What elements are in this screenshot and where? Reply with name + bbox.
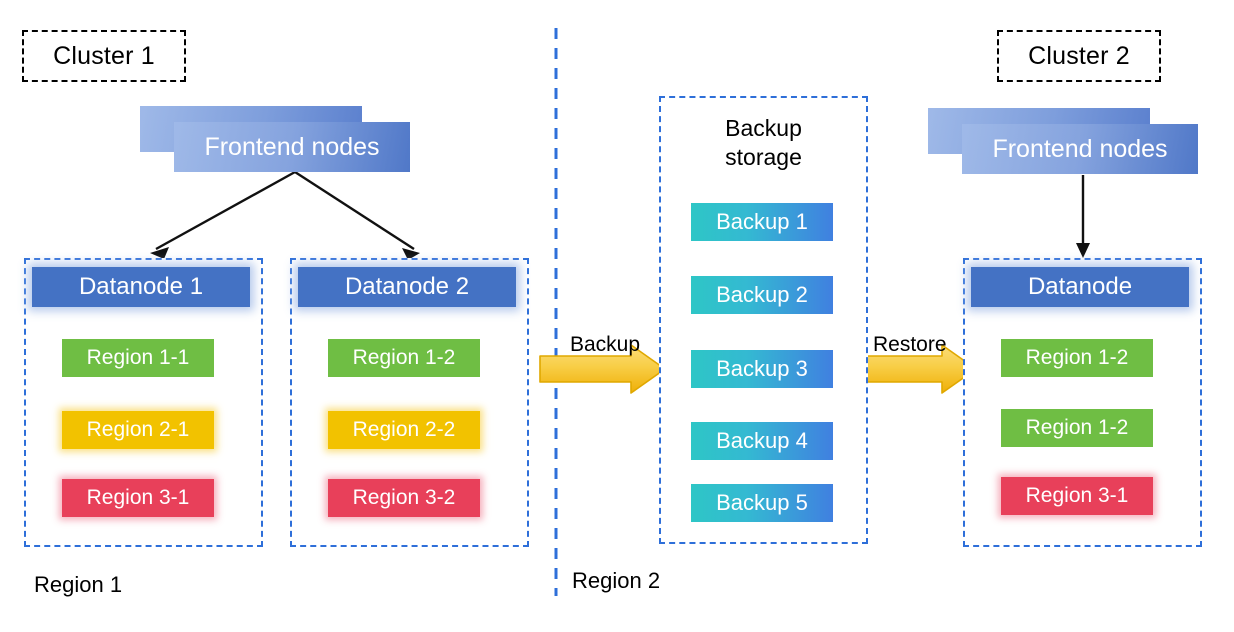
datanode-1-header-label: Datanode 1 bbox=[78, 273, 204, 300]
backup-chip-label: Backup 1 bbox=[716, 209, 808, 234]
cluster-2-datanode-header[interactable]: Datanode bbox=[971, 267, 1189, 307]
backup-chip[interactable]: Backup 1 bbox=[691, 203, 833, 241]
backup-storage-title-line2: storage bbox=[725, 143, 802, 170]
region-chip-label: Region 3-1 bbox=[86, 486, 190, 509]
cluster-2-frontend-nodes[interactable]: Frontend nodes bbox=[928, 108, 1200, 178]
region-2-label-text: Region 2 bbox=[572, 568, 661, 593]
backup-chip-label: Backup 4 bbox=[716, 428, 808, 453]
region-chip-label: Region 2-1 bbox=[86, 418, 190, 441]
region-chip[interactable]: Region 2-2 bbox=[328, 411, 480, 449]
datanode-1-container[interactable]: Datanode 1 Region 1-1 Region 2-1 Region … bbox=[24, 258, 263, 547]
backup-chip-label: Backup 3 bbox=[716, 356, 808, 381]
region-2-label: Region 2 bbox=[572, 568, 660, 594]
region-chip[interactable]: Region 3-2 bbox=[328, 479, 480, 517]
cluster-1-title-tag: Cluster 1 bbox=[22, 30, 186, 82]
backup-flow-label: Backup bbox=[570, 333, 640, 357]
cluster-1-frontend-nodes-label: Frontend nodes bbox=[204, 132, 380, 161]
cluster-2-datanode-header-label: Datanode bbox=[1027, 273, 1133, 300]
frontend-to-datanode1-arrow bbox=[155, 170, 296, 251]
backup-chip-label: Backup 2 bbox=[716, 282, 808, 307]
region-chip-label: Region 3-2 bbox=[352, 486, 456, 509]
backup-storage-title: Backup storage bbox=[661, 114, 866, 172]
frontend-nodes-front-layer: Frontend nodes bbox=[962, 124, 1198, 174]
backup-chip[interactable]: Backup 3 bbox=[691, 350, 833, 388]
backup-chip[interactable]: Backup 4 bbox=[691, 422, 833, 460]
restore-flow-label: Restore bbox=[873, 333, 947, 357]
region-chip[interactable]: Region 1-1 bbox=[62, 339, 214, 377]
cluster-2-datanode-container[interactable]: Datanode Region 1-2 Region 1-2 Region 3-… bbox=[963, 258, 1202, 547]
region-chip-label: Region 1-2 bbox=[352, 346, 456, 369]
region-chip[interactable]: Region 1-2 bbox=[328, 339, 480, 377]
cluster-2-title-label: Cluster 2 bbox=[1028, 41, 1130, 70]
region-chip-label: Region 1-2 bbox=[1025, 416, 1129, 439]
region-chip-label: Region 2-2 bbox=[352, 418, 456, 441]
region-chip-label: Region 3-1 bbox=[1025, 484, 1129, 507]
cluster-1-title-label: Cluster 1 bbox=[53, 41, 155, 70]
region-chip[interactable]: Region 1-2 bbox=[1001, 339, 1153, 377]
region-chip[interactable]: Region 2-1 bbox=[62, 411, 214, 449]
cluster-1-frontend-nodes[interactable]: Frontend nodes bbox=[140, 106, 412, 176]
region-1-label-text: Region 1 bbox=[34, 572, 123, 597]
region-chip-label: Region 1-2 bbox=[1025, 346, 1129, 369]
backup-chip[interactable]: Backup 5 bbox=[691, 484, 833, 522]
restore-flow-label-text: Restore bbox=[873, 333, 947, 356]
region-chip[interactable]: Region 3-1 bbox=[1001, 477, 1153, 515]
frontend-nodes-front-layer: Frontend nodes bbox=[174, 122, 410, 172]
frontend-to-datanode2-arrow bbox=[294, 170, 415, 251]
region-chip[interactable]: Region 1-2 bbox=[1001, 409, 1153, 447]
backup-flow-label-text: Backup bbox=[570, 333, 641, 356]
frontend-to-datanode-arrowhead bbox=[1076, 243, 1090, 258]
cluster-2-title-tag: Cluster 2 bbox=[997, 30, 1161, 82]
backup-storage-title-line1: Backup bbox=[725, 115, 802, 141]
cluster-2-frontend-nodes-label: Frontend nodes bbox=[992, 134, 1168, 163]
region-chip[interactable]: Region 3-1 bbox=[62, 479, 214, 517]
backup-storage-container[interactable]: Backup storage Backup 1 Backup 2 Backup … bbox=[659, 96, 868, 544]
region-1-label: Region 1 bbox=[34, 572, 122, 598]
datanode-1-header[interactable]: Datanode 1 bbox=[32, 267, 250, 307]
datanode-2-header-label: Datanode 2 bbox=[344, 273, 470, 300]
backup-chip[interactable]: Backup 2 bbox=[691, 276, 833, 314]
datanode-2-header[interactable]: Datanode 2 bbox=[298, 267, 516, 307]
datanode-2-container[interactable]: Datanode 2 Region 1-2 Region 2-2 Region … bbox=[290, 258, 529, 547]
region-chip-label: Region 1-1 bbox=[86, 346, 190, 369]
backup-chip-label: Backup 5 bbox=[716, 490, 808, 515]
